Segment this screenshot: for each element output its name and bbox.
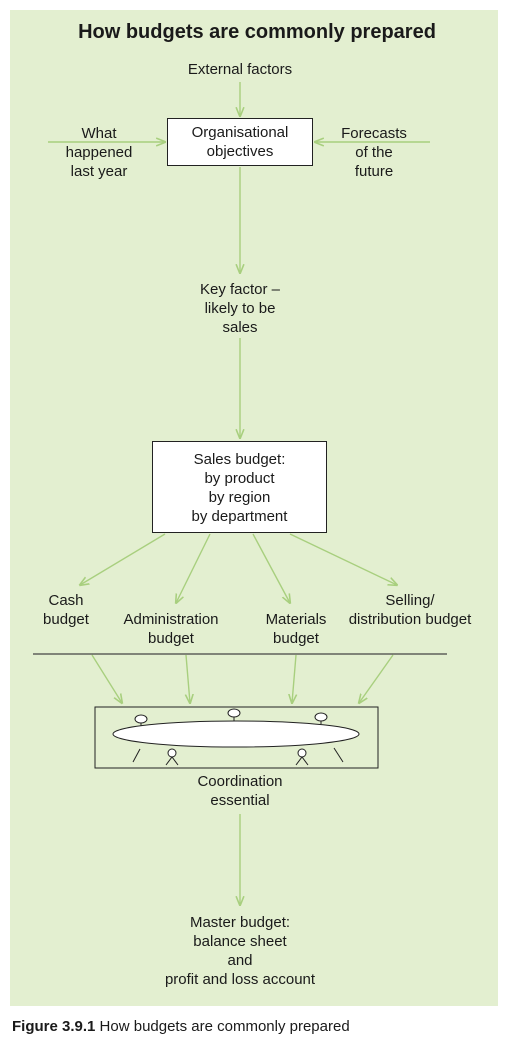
organisational-objectives-label: Organisational objectives [191,124,289,160]
meeting-chair-right [333,747,344,763]
meeting-person-top-left [134,714,148,726]
selling-budget-label: Selling/ distribution budget [348,592,472,628]
diagram-title: How budgets are commonly prepared [78,21,436,43]
arrow-budgets-to-meeting-1 [91,654,122,703]
arrow-sales-to-materials [252,533,290,603]
meeting-frame [94,706,379,769]
sales-budget-label: Sales budget: by product by region by de… [191,451,288,525]
key-factor-label: Key factor – likely to be sales [199,281,281,336]
master-budget-label: Master budget: balance sheet and profit … [164,914,316,988]
arrow-sales-to-admin [176,533,211,603]
meeting-person-top-middle [227,708,241,721]
figure-caption: Figure 3.9.1 How budgets are commonly pr… [12,1017,350,1037]
materials-budget-label: Materials budget [265,611,327,647]
what-happened-label: What happened last year [65,125,133,180]
arrow-budgets-to-meeting-3 [292,654,296,703]
meeting-person-bottom-right [295,748,309,766]
coordination-label: Coordination essential [197,773,283,809]
sales-budget-box: Sales budget: by product by region by de… [152,441,327,533]
arrow-sales-to-selling [289,533,397,585]
organisational-objectives-box: Organisational objectives [167,118,313,166]
figure-caption-text: How budgets are commonly prepared [99,1018,350,1035]
meeting-table [112,720,360,748]
forecasts-label: Forecasts of the future [341,125,407,180]
meeting-person-top-right [314,712,328,724]
external-factors-label: External factors [187,61,293,78]
arrow-sales-to-cash [80,533,166,585]
arrow-budgets-to-meeting-4 [359,654,394,703]
cash-budget-label: Cash budget [43,592,89,628]
meeting-chair-left [132,748,141,763]
meeting-person-bottom-left [165,748,179,766]
arrow-budgets-to-meeting-2 [186,654,190,703]
administration-budget-label: Administration budget [123,611,219,647]
meeting-table-illustration [94,706,379,769]
figure-caption-label: Figure 3.9.1 [12,1018,96,1035]
